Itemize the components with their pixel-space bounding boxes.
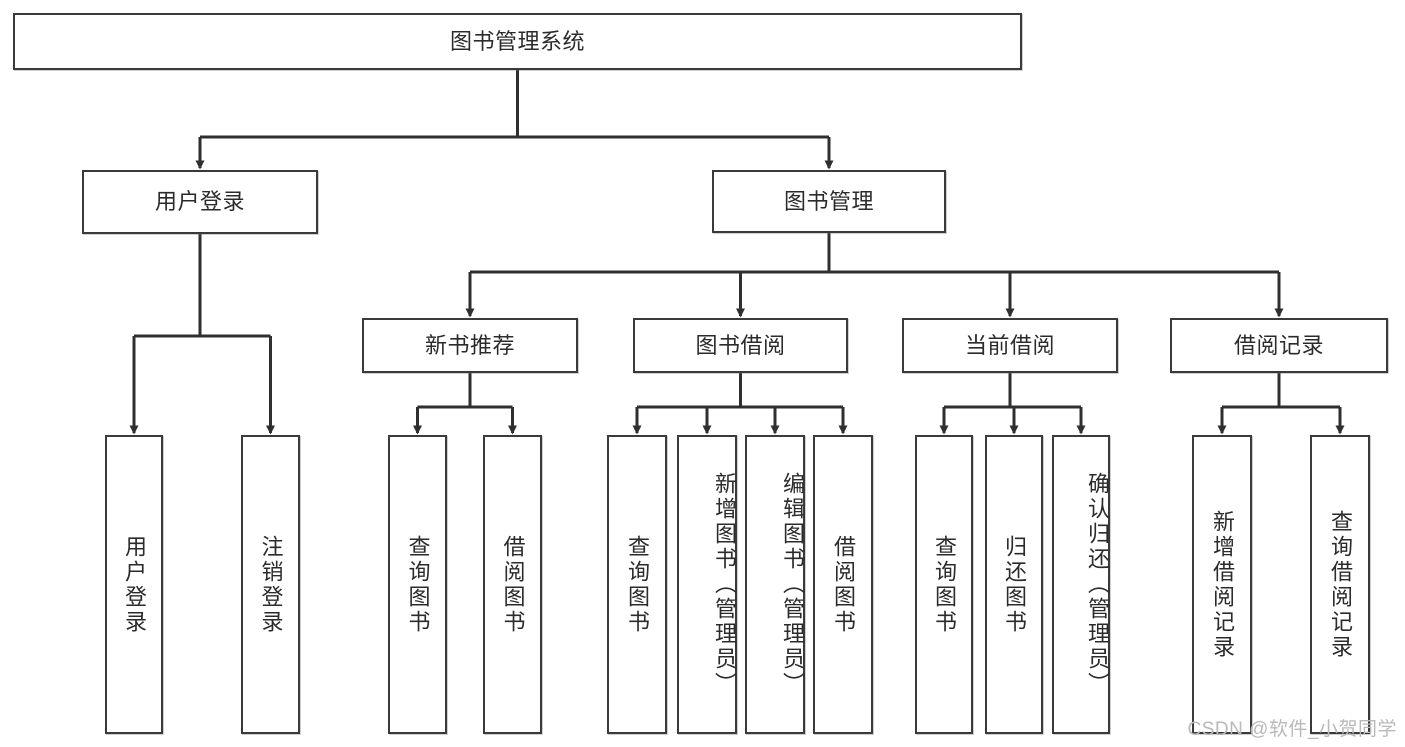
node-query-borrow-record[interactable]: 查询借阅记录 xyxy=(1310,435,1370,734)
node-query-book-borrow-label: 查询图书 xyxy=(625,534,650,635)
node-user-login[interactable]: 用户登录 xyxy=(82,170,318,234)
node-query-borrow-record-label: 查询借阅记录 xyxy=(1328,509,1353,660)
node-add-book-admin[interactable]: 新增图书（管理员） xyxy=(677,435,737,734)
node-return-book[interactable]: 归还图书 xyxy=(985,435,1043,734)
node-add-book-admin-label: 新增图书（管理员） xyxy=(712,472,737,697)
node-book-borrow[interactable]: 图书借阅 xyxy=(633,318,848,373)
node-root-title[interactable]: 图书管理系统 xyxy=(13,13,1022,70)
node-query-book-borrow[interactable]: 查询图书 xyxy=(607,435,667,734)
node-borrow-book-new[interactable]: 借阅图书 xyxy=(483,435,542,734)
node-borrow-book-action[interactable]: 借阅图书 xyxy=(813,435,873,734)
node-user-login-label: 用户登录 xyxy=(154,189,245,215)
node-borrow-book-action-label: 借阅图书 xyxy=(831,534,856,635)
node-query-book-new[interactable]: 查询图书 xyxy=(388,435,447,734)
node-confirm-return-admin[interactable]: 确认归还（管理员） xyxy=(1052,435,1110,734)
node-root-title-label: 图书管理系统 xyxy=(449,28,585,54)
node-borrow-record-label: 借阅记录 xyxy=(1233,332,1324,358)
node-logout-action[interactable]: 注销登录 xyxy=(241,435,300,734)
node-user-login-action-label: 用户登录 xyxy=(122,534,147,635)
node-borrow-book-new-label: 借阅图书 xyxy=(500,534,526,635)
node-add-borrow-record[interactable]: 新增借阅记录 xyxy=(1192,435,1252,734)
node-add-borrow-record-label: 新增借阅记录 xyxy=(1210,509,1235,660)
node-confirm-return-admin-label: 确认归还（管理员） xyxy=(1085,472,1110,697)
node-logout-action-label: 注销登录 xyxy=(258,534,284,635)
node-current-borrow[interactable]: 当前借阅 xyxy=(902,318,1118,373)
node-new-book-recommend[interactable]: 新书推荐 xyxy=(362,318,578,373)
node-edit-book-admin[interactable]: 编辑图书（管理员） xyxy=(745,435,805,734)
node-query-book-current[interactable]: 查询图书 xyxy=(915,435,973,734)
node-user-login-action[interactable]: 用户登录 xyxy=(105,435,163,734)
node-query-book-current-label: 查询图书 xyxy=(932,534,957,635)
node-edit-book-admin-label: 编辑图书（管理员） xyxy=(780,472,805,697)
node-book-management[interactable]: 图书管理 xyxy=(712,170,946,233)
node-new-book-recommend-label: 新书推荐 xyxy=(424,332,515,358)
node-current-borrow-label: 当前借阅 xyxy=(964,332,1055,358)
node-borrow-record[interactable]: 借阅记录 xyxy=(1170,318,1388,373)
node-return-book-label: 归还图书 xyxy=(1002,534,1027,635)
node-query-book-new-label: 查询图书 xyxy=(405,534,431,635)
node-book-borrow-label: 图书借阅 xyxy=(695,332,786,358)
node-book-management-label: 图书管理 xyxy=(783,188,874,214)
